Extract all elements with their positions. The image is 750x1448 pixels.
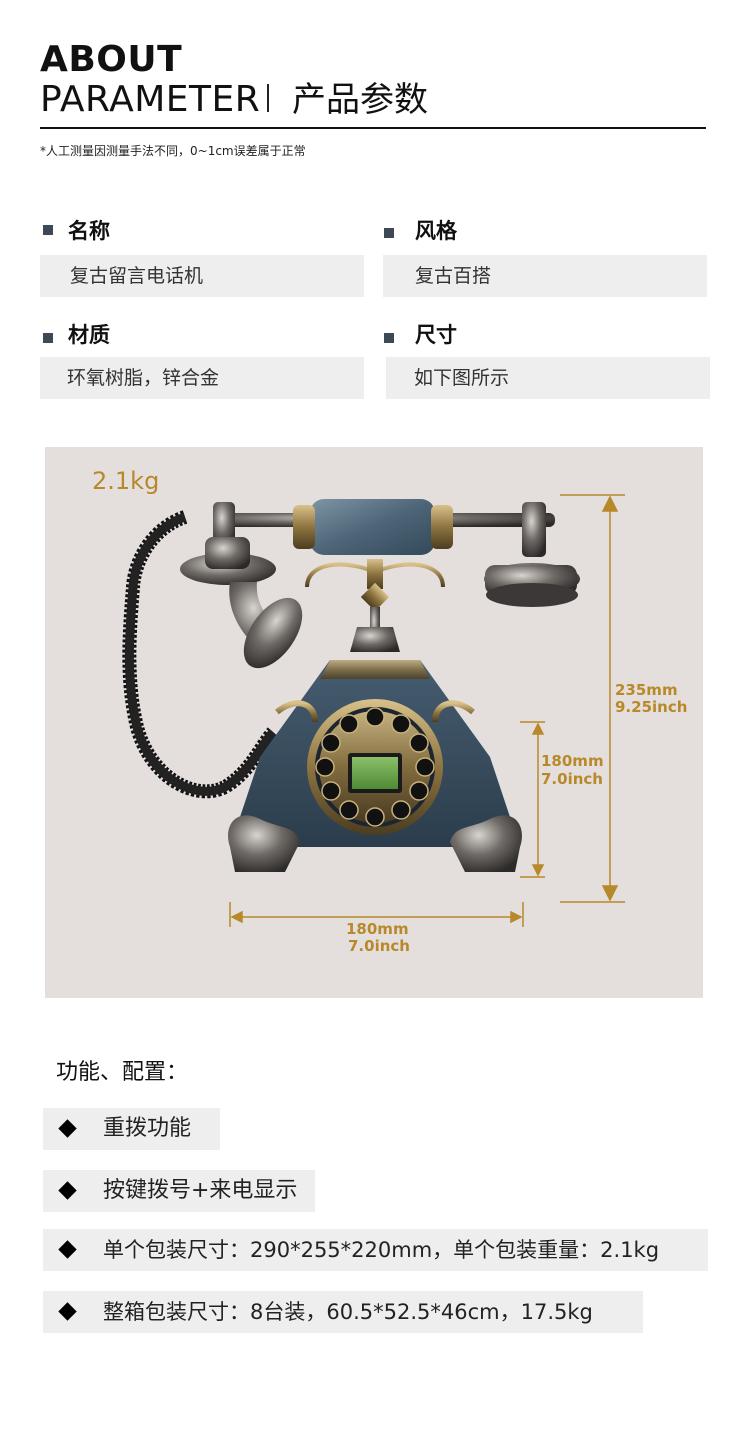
feature-item: 整箱包装尺寸：8台装，60.5*52.5*46cm，17.5kg xyxy=(43,1291,643,1333)
telephone-illustration xyxy=(122,494,625,927)
param-value-size: 如下图所示 xyxy=(386,357,710,399)
diamond-bullet-icon xyxy=(58,1240,77,1259)
bullet-square-icon xyxy=(384,228,394,238)
param-value-material: 环氧树脂，锌合金 xyxy=(40,357,364,399)
diamond-bullet-icon xyxy=(58,1302,77,1321)
header-rule xyxy=(40,127,706,129)
heading-chinese-title: 产品参数 xyxy=(292,80,428,120)
product-photo: 2.1kg xyxy=(45,447,703,998)
param-label-style: 风格 xyxy=(415,219,457,243)
feature-text: 单个包装尺寸：290*255*220mm，单个包装重量：2.1kg xyxy=(103,1238,660,1262)
param-label-name: 名称 xyxy=(68,219,110,243)
dim-total-height-inch: 9.25inch xyxy=(615,698,688,716)
diamond-bullet-icon xyxy=(58,1119,77,1138)
feature-item: 按键拨号+来电显示 xyxy=(43,1170,315,1212)
feature-text: 按键拨号+来电显示 xyxy=(103,1178,298,1203)
feature-item: 单个包装尺寸：290*255*220mm，单个包装重量：2.1kg xyxy=(43,1229,708,1271)
dim-width-mm: 180mm xyxy=(346,920,409,938)
dim-body-height-mm: 180mm xyxy=(541,752,604,770)
param-value-style: 复古百搭 xyxy=(383,255,707,297)
bullet-square-icon xyxy=(384,333,394,343)
param-value-name: 复古留言电话机 xyxy=(40,255,364,297)
heading-divider xyxy=(267,84,269,112)
measurement-note: *人工测量因测量手法不同，0~1cm误差属于正常 xyxy=(40,144,306,158)
heading-parameter: PARAMETER xyxy=(40,79,261,120)
dim-body-height-inch: 7.0inch xyxy=(541,770,603,788)
bullet-square-icon xyxy=(43,225,53,235)
feature-text: 整箱包装尺寸：8台装，60.5*52.5*46cm，17.5kg xyxy=(103,1300,593,1324)
param-label-material: 材质 xyxy=(68,323,110,347)
dim-width-inch: 7.0inch xyxy=(348,937,410,955)
dim-total-height-mm: 235mm xyxy=(615,681,678,699)
heading-about: ABOUT xyxy=(40,39,183,80)
bullet-square-icon xyxy=(43,333,53,343)
feature-item: 重拨功能 xyxy=(43,1108,220,1150)
feature-text: 重拨功能 xyxy=(103,1116,192,1141)
weight-label: 2.1kg xyxy=(92,467,160,495)
diamond-bullet-icon xyxy=(58,1181,77,1200)
param-label-size: 尺寸 xyxy=(415,323,457,347)
features-title: 功能、配置： xyxy=(56,1060,189,1085)
